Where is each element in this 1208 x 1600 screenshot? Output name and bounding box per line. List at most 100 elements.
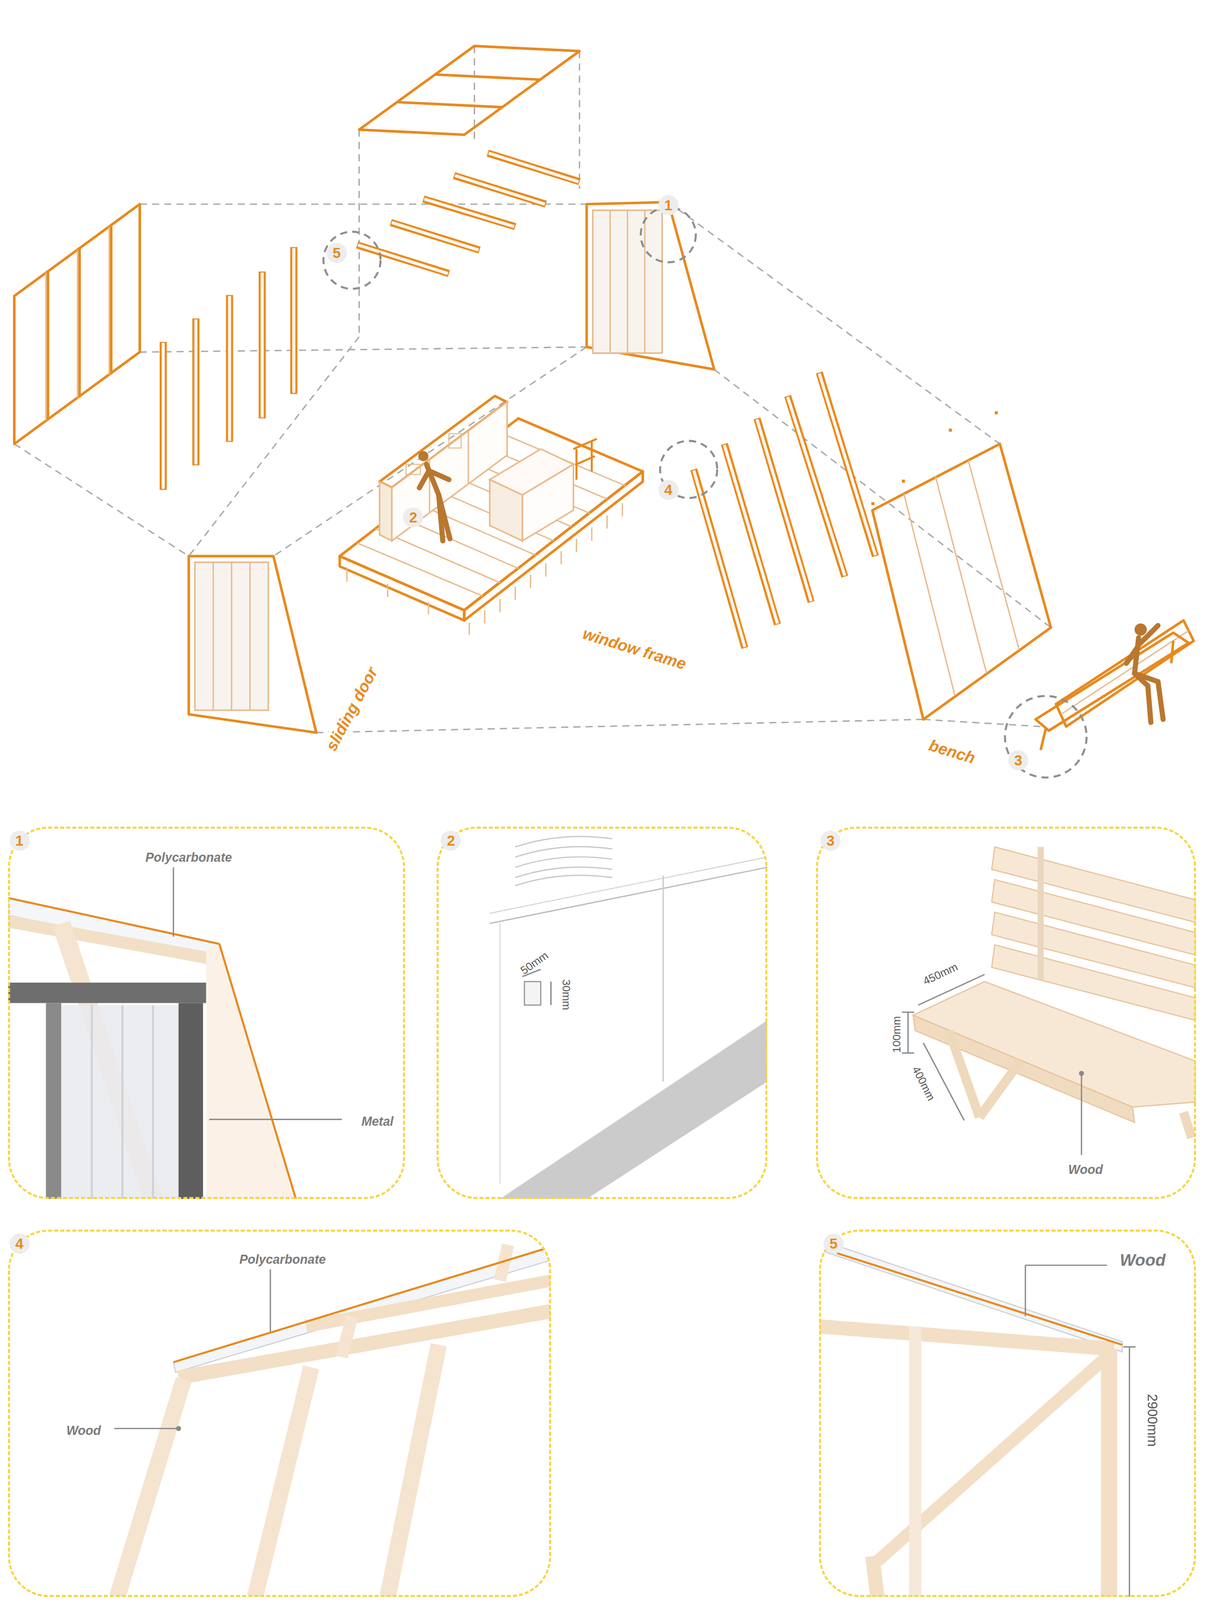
illustration-part — [173, 1246, 552, 1373]
illustration-part — [194, 319, 198, 465]
dimension-label: 50mm — [518, 949, 552, 978]
callout-number: 2 — [403, 507, 424, 528]
illustration-part — [212, 562, 215, 711]
illustration-part — [923, 719, 1041, 727]
illustration-part — [949, 428, 953, 432]
illustration-part — [560, 551, 563, 565]
illustration-part — [448, 433, 461, 448]
illustration-part — [260, 272, 264, 418]
illustration-part — [643, 210, 646, 354]
illustration-part — [908, 1326, 921, 1597]
illustration-part — [488, 153, 579, 182]
polycarbonate-roof-wall — [871, 411, 1051, 720]
illustration-part — [114, 1427, 179, 1430]
illustration-part — [454, 175, 547, 205]
detail-2-illustration — [489, 836, 768, 1199]
callout-number: 1 — [658, 195, 679, 216]
illustration-part — [357, 244, 450, 274]
illustration-part — [514, 586, 516, 600]
illustration-part — [8, 982, 207, 1004]
illustration-part — [45, 1003, 61, 1199]
roof-beams — [357, 153, 580, 274]
part-name: window frame — [578, 623, 691, 675]
illustration-part — [152, 1005, 155, 1199]
detail-panel: 1PolycarbonateMetal — [8, 826, 406, 1199]
illustration-part — [230, 562, 233, 711]
illustration-part — [487, 153, 580, 182]
illustration-part — [8, 921, 215, 960]
illustration-part — [386, 583, 389, 597]
illustration-part — [161, 342, 165, 489]
illustration-part — [515, 836, 613, 886]
illustration-part — [8, 897, 220, 944]
illustration-part — [1035, 632, 1189, 731]
callout-number: 1 — [9, 830, 30, 851]
illustration-part — [872, 444, 1051, 720]
callout-number: 3 — [1008, 750, 1029, 771]
material-label: Metal — [359, 1114, 395, 1129]
illustration-part — [249, 562, 251, 711]
illustration-part — [489, 479, 523, 542]
detail-panel: 5Wood2900mm — [819, 1229, 1196, 1597]
illustration-part — [1037, 847, 1044, 980]
dimension-label: 400mm — [908, 1063, 937, 1103]
illustration-part — [1147, 685, 1151, 723]
callout-number: 4 — [658, 479, 679, 500]
roof-rafters — [693, 372, 876, 648]
illustration-part — [621, 502, 624, 516]
illustration-part — [188, 556, 317, 733]
illustration-part — [426, 464, 439, 495]
callout-number: 4 — [9, 1233, 30, 1254]
callout-circles — [323, 207, 1087, 778]
illustration-part — [545, 563, 547, 577]
illustration-part — [467, 430, 470, 484]
illustration-part — [46, 271, 50, 420]
illustration-part — [140, 203, 587, 205]
illustration-part — [489, 857, 768, 914]
callout-number: 3 — [820, 830, 841, 851]
illustration-part — [901, 1052, 914, 1054]
illustration-part — [430, 471, 450, 480]
illustration-part — [1040, 728, 1046, 751]
illustration-part — [592, 210, 662, 354]
illustration-part — [662, 875, 664, 1082]
illustration-part — [306, 1280, 552, 1327]
illustration-part — [225, 295, 233, 443]
illustration-part — [1171, 640, 1174, 664]
illustration-part — [206, 944, 297, 1199]
illustration-part — [173, 1246, 552, 1363]
illustration-part — [1060, 630, 1189, 715]
illustration-part — [357, 543, 483, 597]
illustration-part — [121, 1005, 124, 1199]
illustration-part — [609, 210, 611, 354]
illustration-part — [626, 210, 629, 354]
illustration-part — [1157, 681, 1163, 720]
callout-number: 2 — [440, 830, 461, 851]
illustration-part — [396, 101, 502, 107]
illustration-part — [1081, 1073, 1083, 1156]
material-label: Wood — [64, 1423, 103, 1438]
illustration-part — [499, 1020, 768, 1199]
illustration-part — [836, 1253, 1123, 1346]
illustration-part — [591, 527, 593, 541]
illustration-part — [316, 719, 924, 733]
detail-1-illustration — [8, 867, 342, 1199]
illustration-part — [379, 481, 392, 542]
illustration-part — [273, 346, 587, 557]
illustration-part — [109, 225, 113, 374]
illustration-part — [341, 1316, 352, 1358]
illustration-part — [1123, 1346, 1136, 1348]
part-name: sliding door — [321, 662, 383, 756]
illustration-part — [499, 599, 501, 613]
illustration-part — [258, 271, 266, 419]
left-wall — [14, 204, 140, 445]
illustration-part — [935, 476, 987, 674]
illustration-part — [1134, 623, 1147, 636]
illustration-part — [1183, 1112, 1192, 1138]
illustration-part — [194, 562, 268, 711]
illustration-part — [979, 1060, 1021, 1118]
illustration-part — [390, 222, 480, 250]
illustration-part — [1004, 696, 1087, 778]
material-label: Polycarbonate — [144, 849, 234, 865]
